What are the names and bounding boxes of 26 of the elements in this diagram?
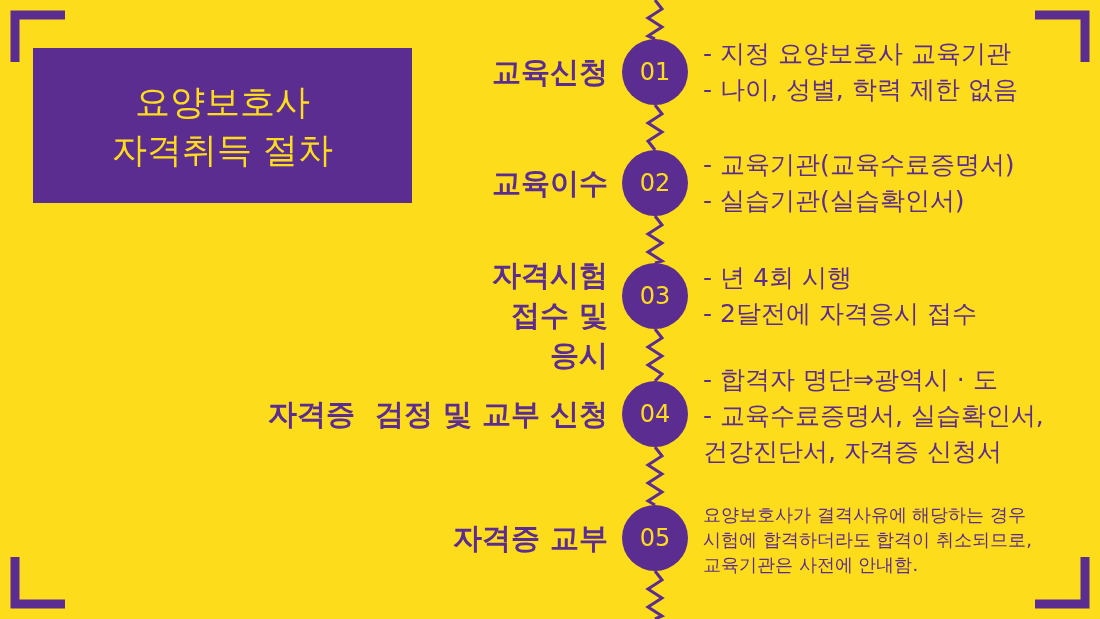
step-title: 자격증 검정 및 교부 신청 [266,396,608,433]
bullet-text: - 교육기관(교육수료증명서) [703,149,1016,181]
bullet-text: - 교육수료증명서, 실습확인서, 건강진단서, 자격증 신청서 [703,400,1045,468]
step-circle: 05 [622,505,688,571]
bullet-text: - 나이, 성별, 학력 제한 없음 [703,74,1019,106]
bullet-text: - 합격자 명단⇒광역시 · 도 [703,364,999,396]
step-title: 교육이수 [491,165,608,202]
zigzag-line [645,104,665,151]
step-title: 자격증 교부 [451,520,608,557]
zigzag-line [645,328,665,383]
note-text: 요양보호사가 결격사유에 해당하는 경우 시험에 합격하더라도 합격이 취소되므로, 교육기관은 사전에 안내함. [703,503,1033,577]
bullet-text: - 년 4회 시행 [703,262,853,294]
zigzag-line [644,0,665,41]
step-circle: 03 [622,263,688,329]
step-circle: 01 [622,39,688,105]
bullet-text: - 실습기관(실습확인서) [703,185,966,217]
bullet-text: - 2달전에 자격응시 접수 [703,298,978,330]
step-title: 교육신청 [491,54,608,91]
bullet-text: - 지정 요양보호사 교육기관 [703,38,1012,70]
step-title: 자격시험 접수 및 응시 [491,257,608,374]
zigzag-line [645,446,665,507]
zigzag-line [645,215,666,265]
title-box: 요양보호사 자격취득 절차 [33,48,412,203]
step-circle: 04 [622,381,688,447]
zigzag-line [645,570,666,619]
step-circle: 02 [622,150,688,216]
